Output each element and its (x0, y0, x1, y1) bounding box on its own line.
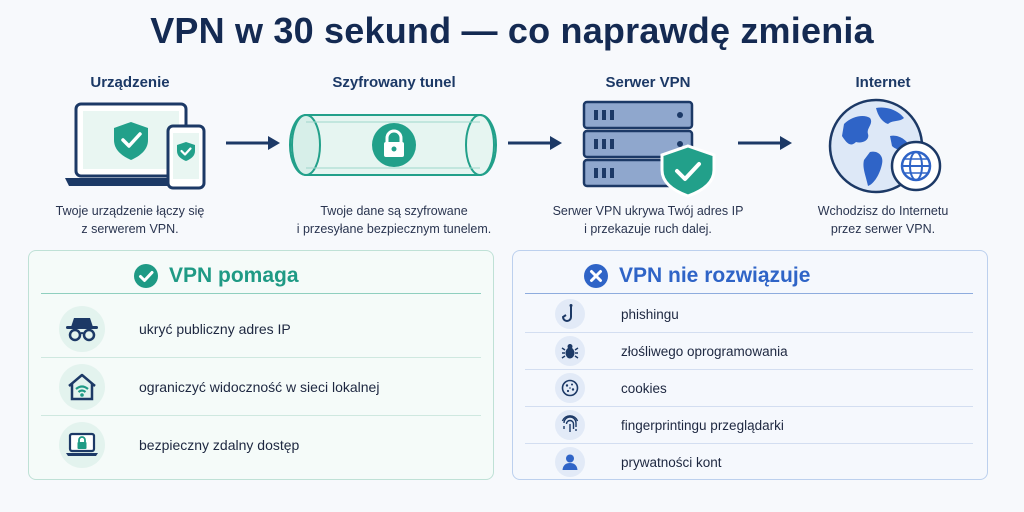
step-label: Szyfrowany tunel (332, 74, 456, 91)
list-item-text: złośliwego oprogramowania (621, 343, 788, 359)
vpn-not-solves-header: VPN nie rozwiązuje (583, 263, 810, 289)
vpn-not-solves-panel: VPN nie rozwiązuje phishingu złośliwego … (512, 250, 988, 480)
list-item-text: bezpieczny zdalny dostęp (139, 437, 300, 453)
step-desc-line: Twoje urządzenie łączy się (55, 204, 205, 218)
list-item-text: phishingu (621, 306, 679, 322)
divider (525, 443, 973, 444)
laptop-lock-icon (59, 422, 105, 468)
step-desc-line: Wchodzisz do Internetu (817, 204, 949, 218)
divider (41, 293, 481, 294)
step-tunnel: Szyfrowany tunel Twoje dane są szyfrowan… (282, 74, 506, 244)
home-wifi-icon (59, 364, 105, 410)
step-internet: Internet Wchodzisz do Internetu przez se… (798, 74, 968, 244)
globe-icon (828, 98, 942, 194)
list-item: cookies (555, 371, 667, 405)
divider (525, 332, 973, 333)
arrow-right-icon (226, 136, 280, 150)
step-desc-line: z serwerem VPN. (81, 222, 179, 236)
step-desc-line: przez serwer VPN. (830, 222, 936, 236)
list-item-text: prywatności kont (621, 454, 722, 470)
encrypted-tunnel-icon (289, 114, 497, 176)
vpn-helps-title: VPN pomaga (169, 264, 299, 287)
list-item: ograniczyć widoczność w sieci lokalnej (59, 361, 379, 413)
step-server: Serwer VPN Serwer VPN ukrywa Twój adres … (548, 74, 748, 244)
bug-icon (555, 336, 585, 366)
fishhook-icon (555, 299, 585, 329)
divider (525, 369, 973, 370)
step-label: Urządzenie (90, 74, 170, 91)
arrow-right-icon (508, 136, 562, 150)
list-item: phishingu (555, 297, 679, 331)
list-item-text: ograniczyć widoczność w sieci lokalnej (139, 379, 380, 395)
step-label: Internet (855, 74, 911, 91)
list-item: złośliwego oprogramowania (555, 334, 788, 368)
list-item: prywatności kont (555, 445, 722, 479)
step-label: Serwer VPN (605, 74, 691, 91)
step-desc-line: i przekazuje ruch dalej. (584, 222, 712, 236)
divider (41, 357, 481, 358)
divider (525, 406, 973, 407)
x-circle-icon (584, 264, 608, 288)
list-item: fingerprintingu przeglądarki (555, 408, 784, 442)
step-desc-line: i przesyłane bezpiecznym tunelem. (296, 222, 492, 236)
check-circle-icon (134, 264, 158, 288)
divider (525, 293, 973, 294)
list-item-text: fingerprintingu przeglądarki (621, 417, 784, 433)
list-item-text: cookies (621, 380, 667, 396)
list-item: bezpieczny zdalny dostęp (59, 419, 299, 471)
incognito-icon (59, 306, 105, 352)
fingerprint-icon (555, 410, 585, 440)
laptop-phone-icon (65, 102, 206, 190)
step-desc-line: Serwer VPN ukrywa Twój adres IP (552, 204, 744, 218)
list-item-text: ukryć publiczny adres IP (139, 321, 291, 337)
step-desc-line: Twoje dane są szyfrowane (320, 204, 468, 218)
page-title: VPN w 30 sekund — co naprawdę zmienia (150, 10, 874, 51)
vpn-not-solves-title: VPN nie rozwiązuje (619, 264, 811, 287)
step-device: Urządzenie Twoje urządzenie łączy się z … (40, 74, 220, 244)
divider (41, 415, 481, 416)
vpn-helps-panel: VPN pomaga ukryć publiczny adres IP (28, 250, 494, 480)
user-icon (555, 447, 585, 477)
vpn-helps-header: VPN pomaga (133, 263, 299, 289)
cookie-icon (555, 373, 585, 403)
arrow-right-icon (738, 136, 792, 150)
list-item: ukryć publiczny adres IP (59, 303, 291, 355)
server-shield-icon (582, 100, 716, 198)
